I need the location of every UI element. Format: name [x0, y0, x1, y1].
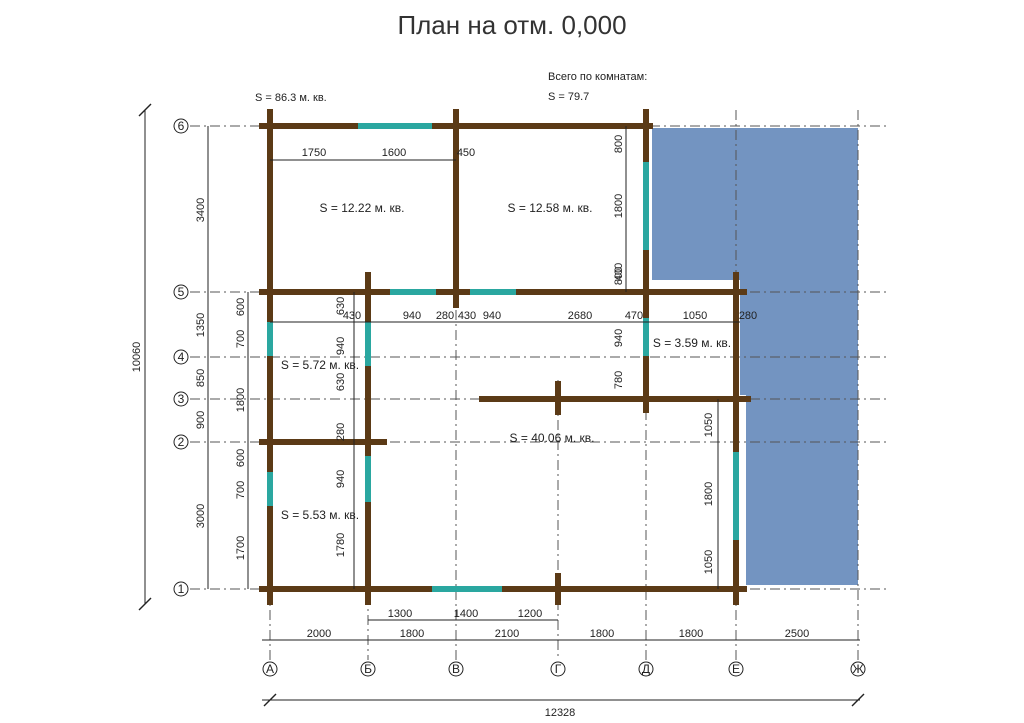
wall-d-top-dim: 800: [613, 267, 625, 285]
bottom-opening-dim: 1200: [518, 608, 542, 620]
left-outer-dim: 900: [195, 411, 207, 429]
row-axis-label: 3: [178, 392, 185, 406]
bottom-span-dim: 1800: [400, 628, 424, 640]
column-axis-label: Б: [364, 662, 372, 676]
overall-width-dim: 12328: [545, 707, 576, 719]
room-area-label: S = 40.06 м. кв.: [510, 431, 595, 445]
row5-dim: 1050: [683, 310, 707, 322]
row-axis-label: 4: [178, 350, 185, 364]
left-inner-dim: 1800: [235, 388, 247, 412]
bottom-span-dim: 1800: [679, 628, 703, 640]
column-axis-label: Ж: [852, 662, 863, 676]
wall-d-top-dim: 800: [613, 135, 625, 153]
left-outer-dim: 1350: [195, 313, 207, 337]
rooms-total-caption: Всего по комнатам:: [548, 71, 647, 83]
left-inner-dim: 700: [235, 481, 247, 499]
wall-b-dim: 940: [335, 337, 347, 355]
room-area-label: S = 12.58 м. кв.: [508, 201, 593, 215]
wall-b-dim: 630: [335, 297, 347, 315]
row5-dim: 280: [739, 310, 757, 322]
wall-e-dim: 1050: [703, 550, 715, 574]
left-outer-dim: 850: [195, 369, 207, 387]
wall-b-dim: 1780: [335, 533, 347, 557]
left-inner-dim: 600: [235, 449, 247, 467]
row-axis-label: 6: [178, 119, 185, 133]
column-axis-label: Д: [642, 662, 650, 676]
column-axis-markers: А Б В Г Д Е Ж: [262, 661, 866, 677]
row-axis-markers: 6 5 4 3 2 1: [173, 118, 189, 597]
row5-dim: 280: [436, 310, 454, 322]
bottom-span-dim: 2500: [785, 628, 809, 640]
column-axis-label: Г: [555, 662, 562, 676]
wall-d-dim: 940: [613, 329, 625, 347]
room-area-label: S = 12.22 м. кв.: [320, 201, 405, 215]
wall-b-dim: 940: [335, 470, 347, 488]
row-axis-label: 1: [178, 582, 185, 596]
row5-dim: 470: [625, 310, 643, 322]
dimension-lines: [138, 103, 865, 707]
left-inner-dim: 700: [235, 330, 247, 348]
row5-dim: 430: [458, 310, 476, 322]
bottom-opening-dim: 1400: [454, 608, 478, 620]
left-inner-dim: 600: [235, 298, 247, 316]
wall-d-top-dim: 1800: [613, 194, 625, 218]
wall-b-dim: 280: [335, 423, 347, 441]
row-axis-label: 5: [178, 285, 185, 299]
wall-d-top-dim: 400: [613, 263, 625, 281]
wall-d-dim: 780: [613, 371, 625, 389]
room-area-label: S = 5.53 м. кв.: [281, 508, 359, 522]
bottom-span-dim: 1800: [590, 628, 614, 640]
top-dim: 1600: [382, 147, 406, 159]
bottom-span-dim: 2100: [495, 628, 519, 640]
row-axis-label: 2: [178, 435, 185, 449]
column-axis-label: В: [452, 662, 460, 676]
total-area-label: S = 86.3 м. кв.: [255, 92, 327, 104]
column-axis-label: А: [266, 662, 274, 676]
plan-title: План на отм. 0,000: [397, 10, 626, 40]
wall-b-dim: 630: [335, 373, 347, 391]
rooms-total-area: S = 79.7: [548, 91, 589, 103]
wall-e-dim: 1050: [703, 413, 715, 437]
overall-height-dim: 10060: [131, 342, 143, 373]
wall-e-dim: 1800: [703, 482, 715, 506]
left-inner-dim: 1700: [235, 536, 247, 560]
left-outer-dim: 3400: [195, 198, 207, 222]
room-area-label: S = 3.59 м. кв.: [653, 336, 731, 350]
bottom-opening-dim: 1300: [388, 608, 412, 620]
room-area-label: S = 5.72 м. кв.: [281, 358, 359, 372]
column-axis-label: Е: [732, 662, 740, 676]
row5-dim: 430: [343, 310, 361, 322]
bottom-span-dim: 2000: [307, 628, 331, 640]
row5-dim: 940: [403, 310, 421, 322]
top-dim: 1750: [302, 147, 326, 159]
top-dim: 450: [457, 147, 475, 159]
left-outer-dim: 3000: [195, 504, 207, 528]
row5-dim: 2680: [568, 310, 592, 322]
windows: [267, 123, 739, 592]
row5-dim: 940: [483, 310, 501, 322]
